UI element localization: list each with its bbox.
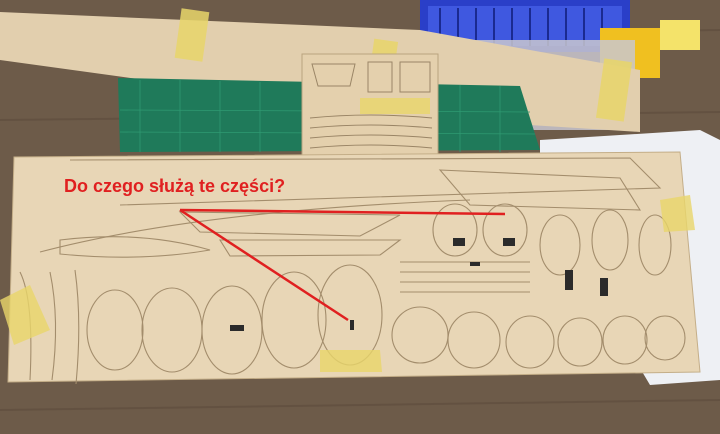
annotation-question: Do czego służą te części? bbox=[64, 176, 286, 196]
part-holes bbox=[230, 238, 608, 331]
small-sheet-tape bbox=[360, 98, 430, 114]
annotation-arrows bbox=[179, 208, 506, 322]
small-sheet-cutlines bbox=[309, 61, 433, 149]
tape-strips-main bbox=[0, 195, 695, 372]
laser-cut-parts bbox=[19, 157, 686, 385]
